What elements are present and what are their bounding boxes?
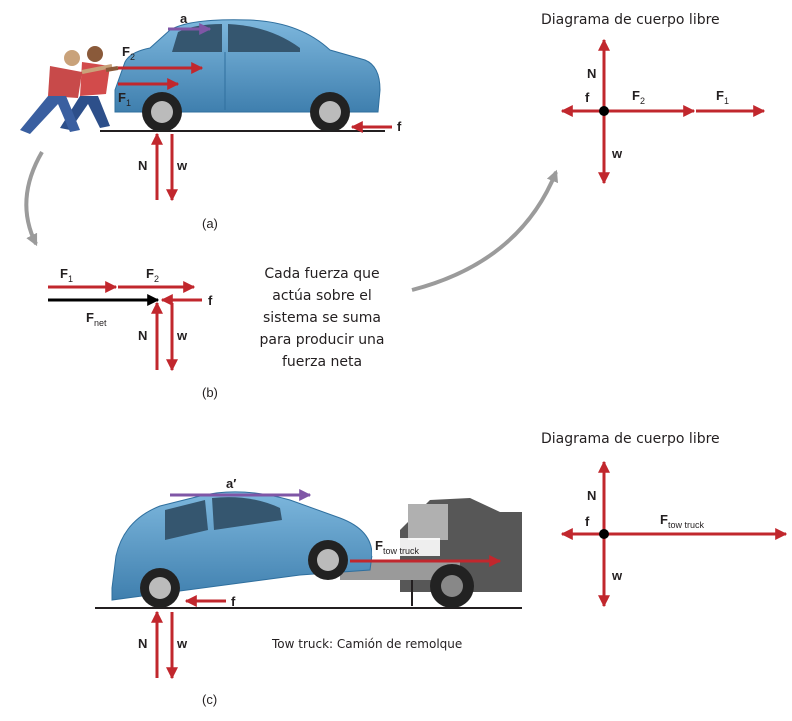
fbd-top-normal-label: N	[587, 66, 596, 81]
fbd-top-center-dot	[599, 106, 609, 116]
normal-label-a: N	[138, 158, 147, 173]
panel-c: a′ Ftow truck f N w Tow truck: Camión de…	[95, 476, 522, 707]
accel-label-a: a	[180, 11, 188, 26]
people-pushing-illustration	[20, 46, 119, 134]
fnet-label-b: Fnet	[86, 310, 107, 328]
normal-label-c: N	[138, 636, 147, 651]
ftow-label-c: Ftow truck	[375, 538, 419, 556]
fbd-top-title: Diagrama de cuerpo libre	[541, 12, 720, 28]
explanation-line-3: sistema se suma	[263, 310, 381, 326]
tilted-car-illustration	[111, 491, 373, 608]
fbd-bottom-ftow-label: Ftow truck	[660, 512, 704, 530]
friction-label-c: f	[231, 594, 236, 609]
accel-label-c: a′	[226, 476, 236, 491]
fbd-top-weight-label: w	[611, 146, 623, 161]
normal-label-b: N	[138, 328, 147, 343]
fbd-top-f1-label: F1	[716, 88, 729, 106]
panel-b: F1 F2 f Fnet N w (b)	[48, 266, 218, 400]
fbd-bottom-friction-label: f	[585, 514, 590, 529]
explanation-line-5: fuerza neta	[282, 354, 362, 370]
free-body-diagram-bottom: Diagrama de cuerpo libre N w f Ftow truc…	[541, 431, 788, 608]
fbd-top-f2-label: F2	[632, 88, 645, 106]
friction-label-a: f	[397, 119, 402, 134]
fbd-bottom-weight-label: w	[611, 568, 623, 583]
free-body-diagram-top: Diagrama de cuerpo libre N w f F2 F1	[541, 12, 766, 185]
f2-label-b: F2	[146, 266, 159, 284]
weight-label-a: w	[176, 158, 188, 173]
car-illustration	[114, 19, 381, 132]
caption-c: (c)	[202, 692, 217, 707]
caption-a: (a)	[202, 216, 218, 231]
fbd-bottom-center-dot	[599, 529, 609, 539]
tow-truck-illustration	[340, 498, 522, 608]
curve-arrow-up	[411, 169, 559, 292]
weight-label-c: w	[176, 636, 188, 651]
caption-b: (b)	[202, 385, 218, 400]
tow-truck-note: Tow truck: Camión de remolque	[271, 637, 462, 651]
ftow-label-bg	[372, 538, 440, 556]
fbd-top-friction-label: f	[585, 90, 590, 105]
curve-arrow-down	[24, 150, 44, 247]
panel-a: a F2 F1 f N w (a)	[20, 11, 402, 231]
explanation-text: Cada fuerza que actúa sobre el sistema s…	[259, 266, 384, 370]
fbd-bottom-normal-label: N	[587, 488, 596, 503]
f1-label-a: F1	[118, 90, 131, 108]
friction-label-b: f	[208, 293, 213, 308]
explanation-line-1: Cada fuerza que	[264, 266, 379, 282]
f2-label-a: F2	[122, 44, 135, 62]
fbd-bottom-title: Diagrama de cuerpo libre	[541, 431, 720, 447]
explanation-line-4: para producir una	[259, 332, 384, 348]
explanation-line-2: actúa sobre el	[272, 288, 371, 304]
weight-label-b: w	[176, 328, 188, 343]
f1-label-b: F1	[60, 266, 73, 284]
